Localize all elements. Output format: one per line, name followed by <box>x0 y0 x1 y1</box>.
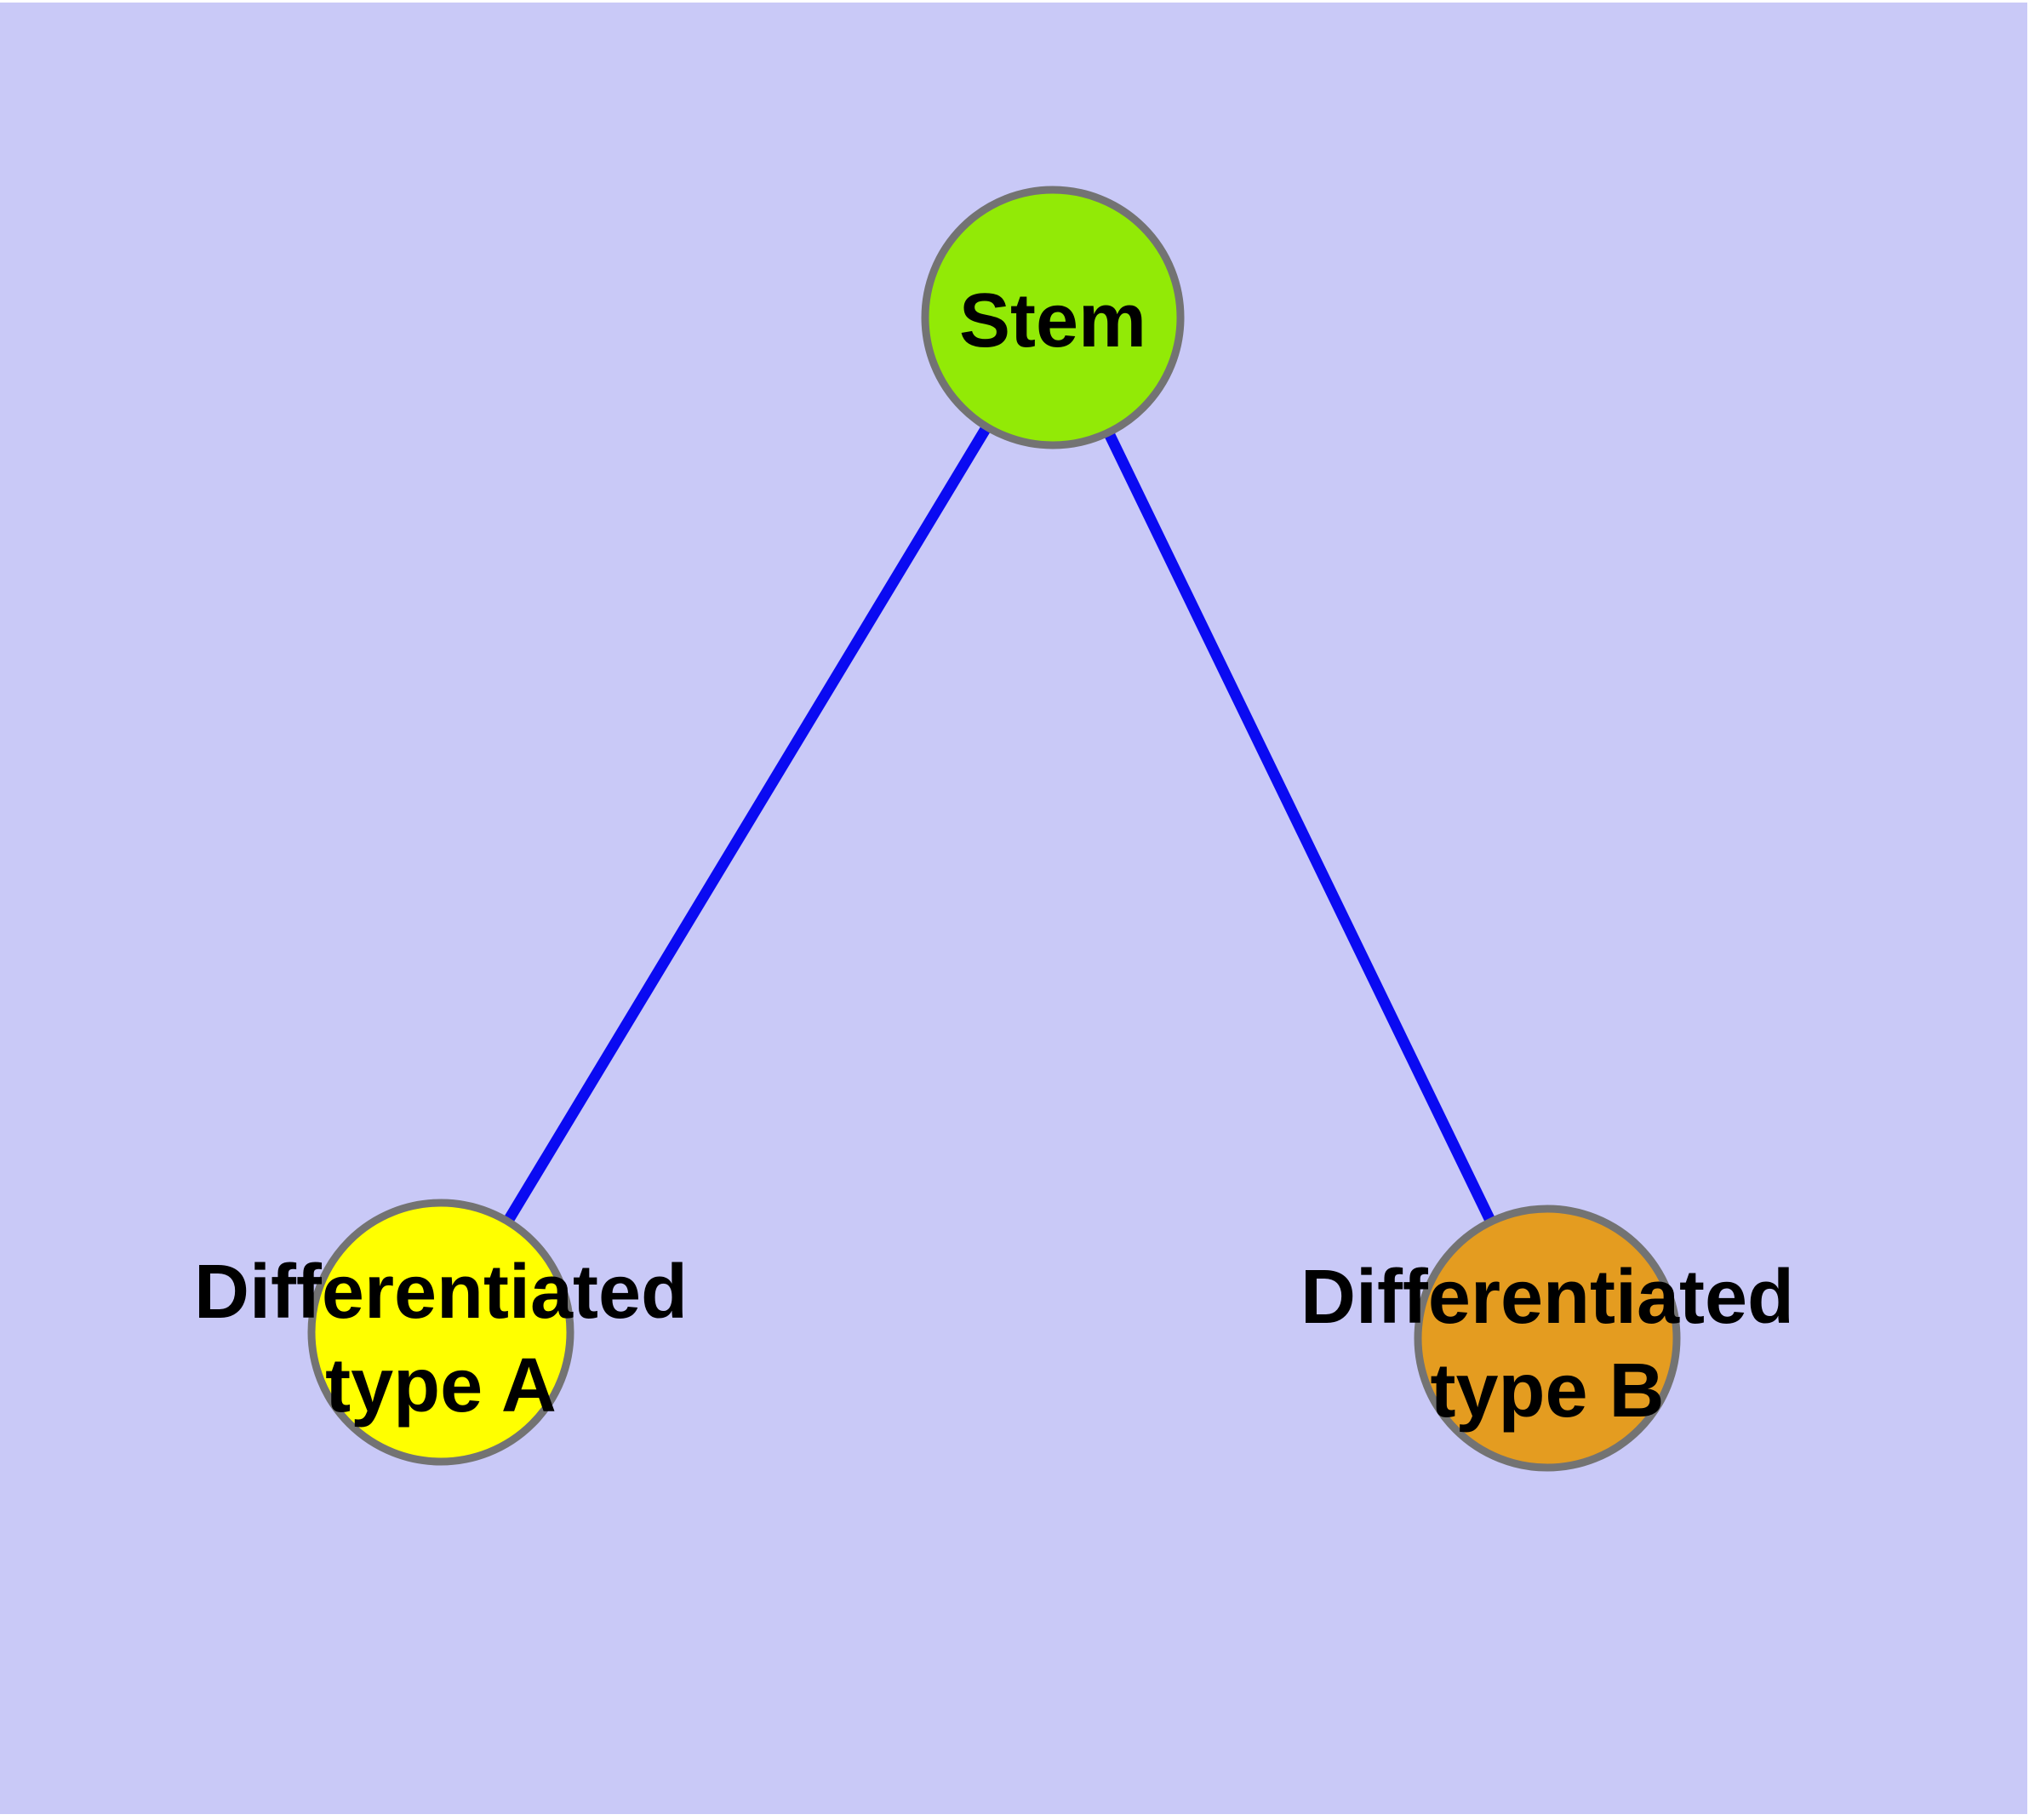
node-type-b-circle <box>1414 1205 1681 1472</box>
node-stem-circle <box>921 186 1185 449</box>
node-type-b: Differentiated type B <box>1300 1205 1794 1472</box>
node-type-a-label-line2: type A <box>325 1343 557 1428</box>
edge-stem-to-type-b <box>1048 315 1552 1341</box>
node-type-b-label-line1: Differentiated <box>1300 1255 1794 1340</box>
edges <box>436 314 1552 1341</box>
node-type-a-circle <box>307 1199 574 1466</box>
node-type-a-label-line1: Differentiated <box>194 1250 688 1335</box>
node-type-b-label-line2: type B <box>1430 1348 1664 1434</box>
node-stem-label: Stem <box>959 278 1146 363</box>
node-type-a: Differentiated type A <box>194 1199 688 1466</box>
edge-stem-to-type-a <box>436 314 1058 1336</box>
node-stem: Stem <box>921 186 1185 449</box>
